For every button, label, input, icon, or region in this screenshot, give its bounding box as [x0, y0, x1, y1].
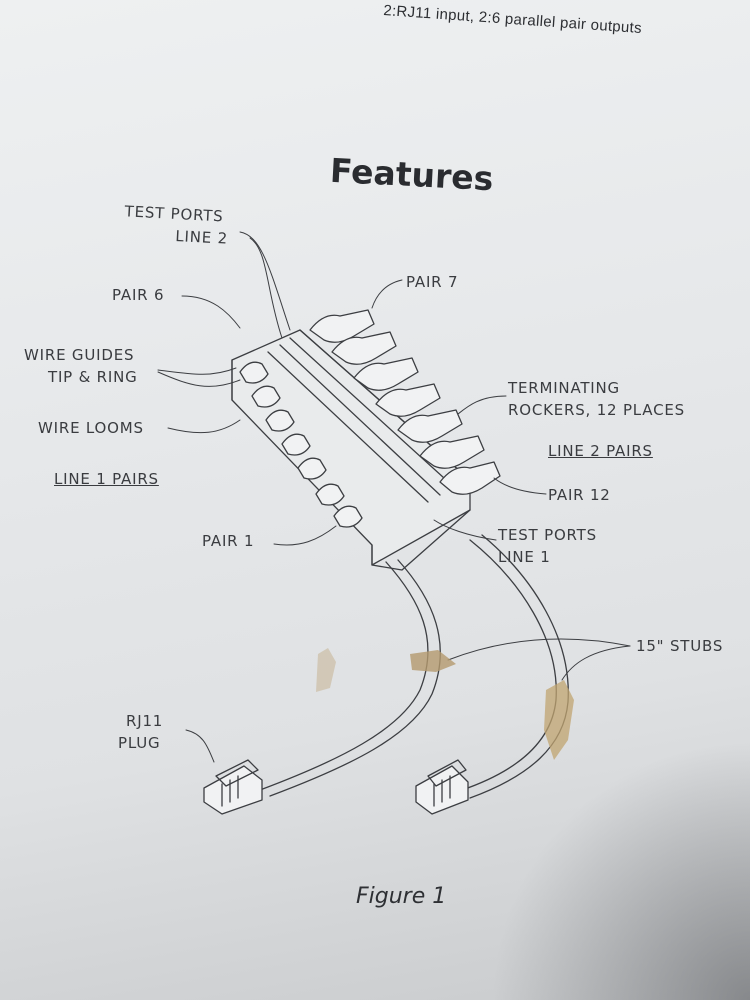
line1-rockers [239, 361, 363, 528]
label-stubs: 15" STUBS [636, 637, 724, 655]
label-pair7: PAIR 7 [406, 273, 459, 291]
label-wire-looms: WIRE LOOMS [38, 419, 144, 437]
label-wire-guides: WIRE GUIDES TIP & RING [24, 346, 138, 386]
line2-rockers [309, 309, 501, 495]
label-pair1: PAIR 1 [202, 532, 255, 550]
punch-block-body [231, 329, 471, 571]
label-pair6: PAIR 6 [112, 286, 165, 304]
label-rj11-plug: RJ11 PLUG [118, 712, 164, 752]
leader-lines [157, 231, 631, 763]
line2-pairs-text: LINE 2 PAIRS [548, 442, 653, 460]
label-test-ports-line1: TEST PORTS LINE 1 [498, 526, 597, 566]
label-test-ports-line2: TEST PORTS LINE 2 [124, 202, 229, 248]
label-terminating-rockers: TERMINATING ROCKERS, 12 PLACES [508, 379, 685, 419]
rj11-plug-right [415, 759, 469, 815]
figure-caption: Figure 1 [356, 884, 447, 909]
line1-pairs-text: LINE 1 PAIRS [54, 470, 159, 488]
paper-tears [316, 648, 574, 760]
label-pair12: PAIR 12 [548, 486, 611, 504]
label-line1-pairs: LINE 1 PAIRS [54, 468, 159, 490]
label-line2-pairs: LINE 2 PAIRS [548, 440, 653, 462]
rj11-plug-left [203, 759, 263, 815]
paper-shadow [490, 740, 750, 1000]
